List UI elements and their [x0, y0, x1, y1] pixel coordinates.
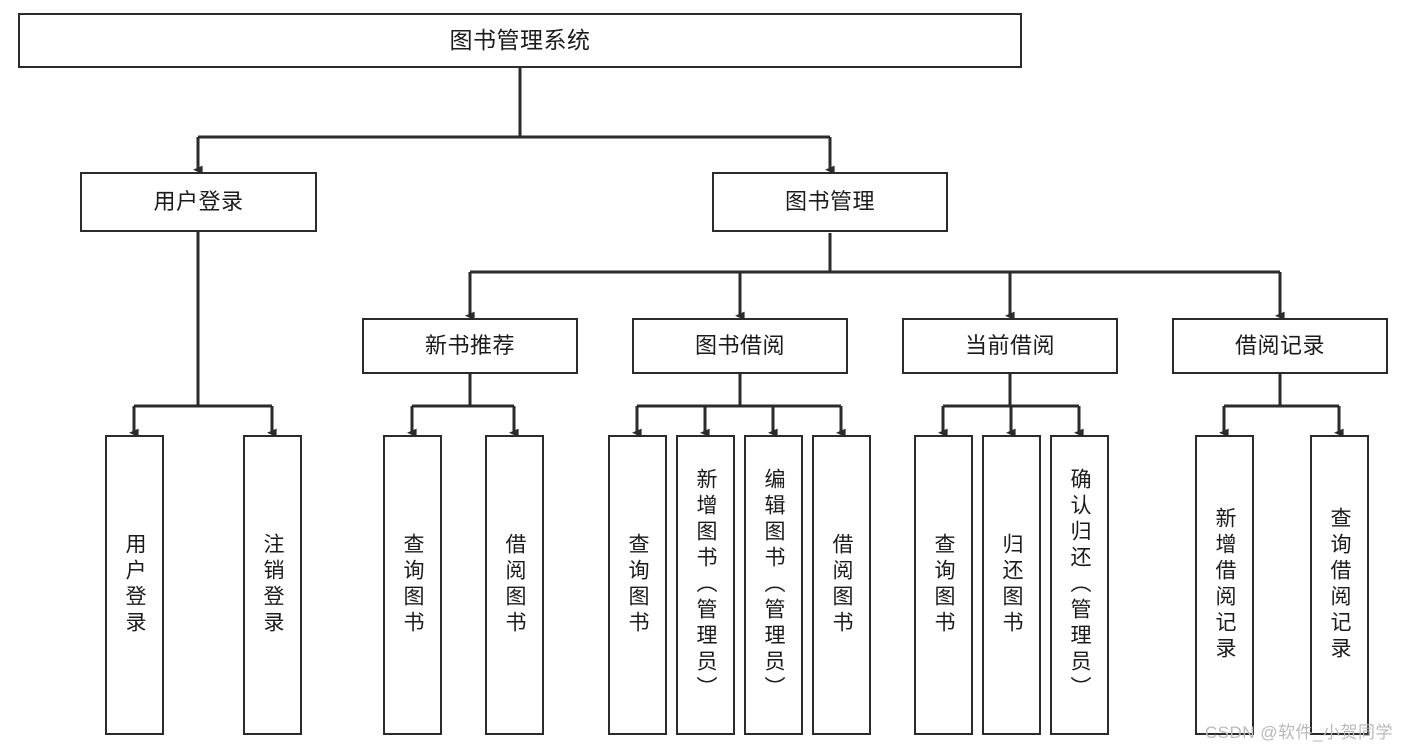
node-new-book-recommend[interactable]: 新书推荐	[362, 318, 578, 374]
node-label: 归还图书	[1000, 533, 1023, 637]
node-label: 当前借阅	[964, 333, 1055, 359]
leaf-query-book-current[interactable]: 查询图书	[914, 435, 973, 735]
leaf-logout[interactable]: 注销登录	[243, 435, 302, 735]
leaf-confirm-return[interactable]: 确认归还（管理员）	[1050, 435, 1109, 735]
leaf-query-borrow-record[interactable]: 查询借阅记录	[1310, 435, 1369, 735]
node-label: 图书管理系统	[449, 26, 591, 53]
node-label: 查询图书	[626, 533, 649, 637]
node-label: 图书借阅	[694, 333, 785, 359]
node-label: 查询图书	[932, 533, 955, 637]
leaf-return-book[interactable]: 归还图书	[982, 435, 1041, 735]
node-label: 新书推荐	[424, 333, 515, 359]
node-book-manage[interactable]: 图书管理	[712, 172, 948, 232]
leaf-query-book-borrow[interactable]: 查询图书	[608, 435, 667, 735]
node-label: 用户登录	[153, 189, 244, 215]
node-label: 借阅图书	[503, 533, 526, 637]
leaf-query-book-recommend[interactable]: 查询图书	[383, 435, 442, 735]
node-label: 查询图书	[401, 533, 424, 637]
leaf-borrow-book-recommend[interactable]: 借阅图书	[485, 435, 544, 735]
node-user-login[interactable]: 用户登录	[80, 172, 317, 232]
leaf-add-book[interactable]: 新增图书（管理员）	[676, 435, 735, 735]
node-label: 新增图书（管理员）	[694, 468, 717, 702]
node-label: 新增借阅记录	[1213, 507, 1236, 663]
node-label: 注销登录	[261, 533, 284, 637]
node-current-borrow[interactable]: 当前借阅	[902, 318, 1118, 374]
watermark-text: CSDN @软件_小贺同学	[1204, 723, 1393, 742]
leaf-borrow-book[interactable]: 借阅图书	[812, 435, 871, 735]
leaf-do-user-login[interactable]: 用户登录	[105, 435, 164, 735]
leaf-edit-book[interactable]: 编辑图书（管理员）	[744, 435, 803, 735]
node-label: 查询借阅记录	[1328, 507, 1351, 663]
node-label: 借阅图书	[830, 533, 853, 637]
node-book-borrow[interactable]: 图书借阅	[632, 318, 848, 374]
node-label: 用户登录	[123, 533, 146, 637]
leaf-add-borrow-record[interactable]: 新增借阅记录	[1195, 435, 1254, 735]
node-label: 编辑图书（管理员）	[762, 468, 785, 702]
node-label: 图书管理	[784, 189, 875, 215]
node-borrow-record[interactable]: 借阅记录	[1172, 318, 1388, 374]
node-root-book-management-system[interactable]: 图书管理系统	[18, 13, 1022, 68]
node-label: 借阅记录	[1234, 333, 1325, 359]
node-label: 确认归还（管理员）	[1068, 468, 1091, 702]
